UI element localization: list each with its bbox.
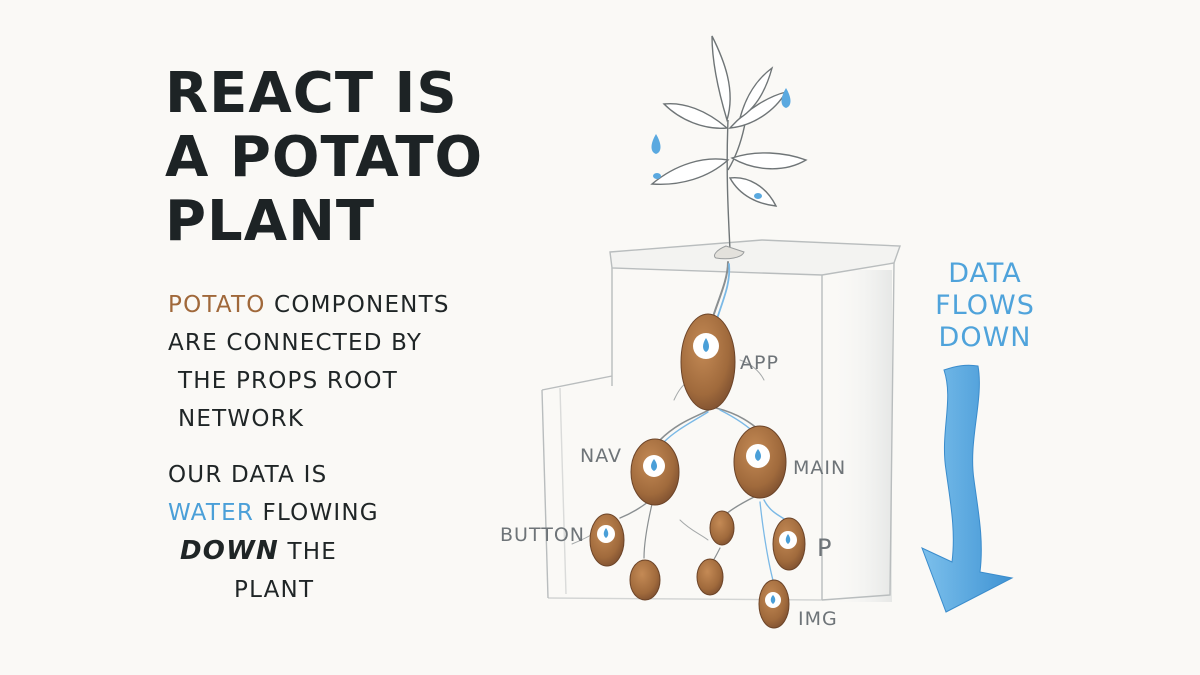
data-flow-description: OUR DATA IS WATER FLOWING DOWN THE PLANT	[168, 456, 528, 609]
title-line: PLANT	[165, 189, 376, 254]
node-label-img: IMG	[798, 608, 838, 630]
potato-node-img	[758, 579, 790, 629]
potato-node-nav	[630, 438, 680, 506]
note-line: DOWN	[938, 322, 1032, 353]
data-flow-note: DATA FLOWS DOWN	[910, 258, 1060, 354]
soil-block	[541, 239, 901, 602]
description-text: COMPONENTS	[265, 292, 450, 318]
water-highlight: WATER	[168, 500, 254, 526]
description-line: DOWN THE	[168, 532, 528, 571]
description-line: WATER FLOWING	[168, 494, 528, 532]
node-label-app: APP	[740, 352, 779, 374]
description-text: THE	[278, 539, 337, 565]
potato-node-button	[589, 513, 625, 567]
note-line: FLOWS	[935, 290, 1035, 321]
water-droplets	[651, 88, 791, 199]
potato-node-app	[680, 313, 736, 411]
node-label-nav: NAV	[580, 445, 622, 467]
title-line: A POTATO	[165, 125, 484, 190]
node-label-button: BUTTON	[500, 524, 585, 546]
description-line: OUR DATA IS	[168, 462, 328, 488]
node-label-main: MAIN	[793, 457, 846, 479]
description-line: PLANT	[234, 577, 315, 603]
description-line: THE PROPS ROOT	[178, 368, 398, 394]
description-line: ARE CONNECTED BY	[168, 330, 423, 356]
potato-node-p	[772, 517, 806, 571]
title-line: REACT IS	[165, 61, 458, 126]
potato-highlight: POTATO	[168, 292, 266, 318]
page-title: REACT IS A POTATO PLANT	[165, 62, 585, 254]
potato-node-main	[733, 425, 787, 499]
description-text: FLOWING	[254, 500, 379, 526]
down-emphasis: DOWN	[180, 536, 279, 566]
down-arrow-icon	[921, 364, 1014, 613]
plant-sprout	[650, 35, 808, 260]
description-line: POTATO COMPONENTS	[168, 286, 528, 324]
node-label-p: P	[817, 534, 832, 562]
props-description: POTATO COMPONENTS ARE CONNECTED BY THE P…	[168, 286, 528, 438]
note-line: DATA	[948, 258, 1022, 289]
description-line: NETWORK	[178, 406, 305, 432]
potato-plain	[629, 510, 735, 601]
